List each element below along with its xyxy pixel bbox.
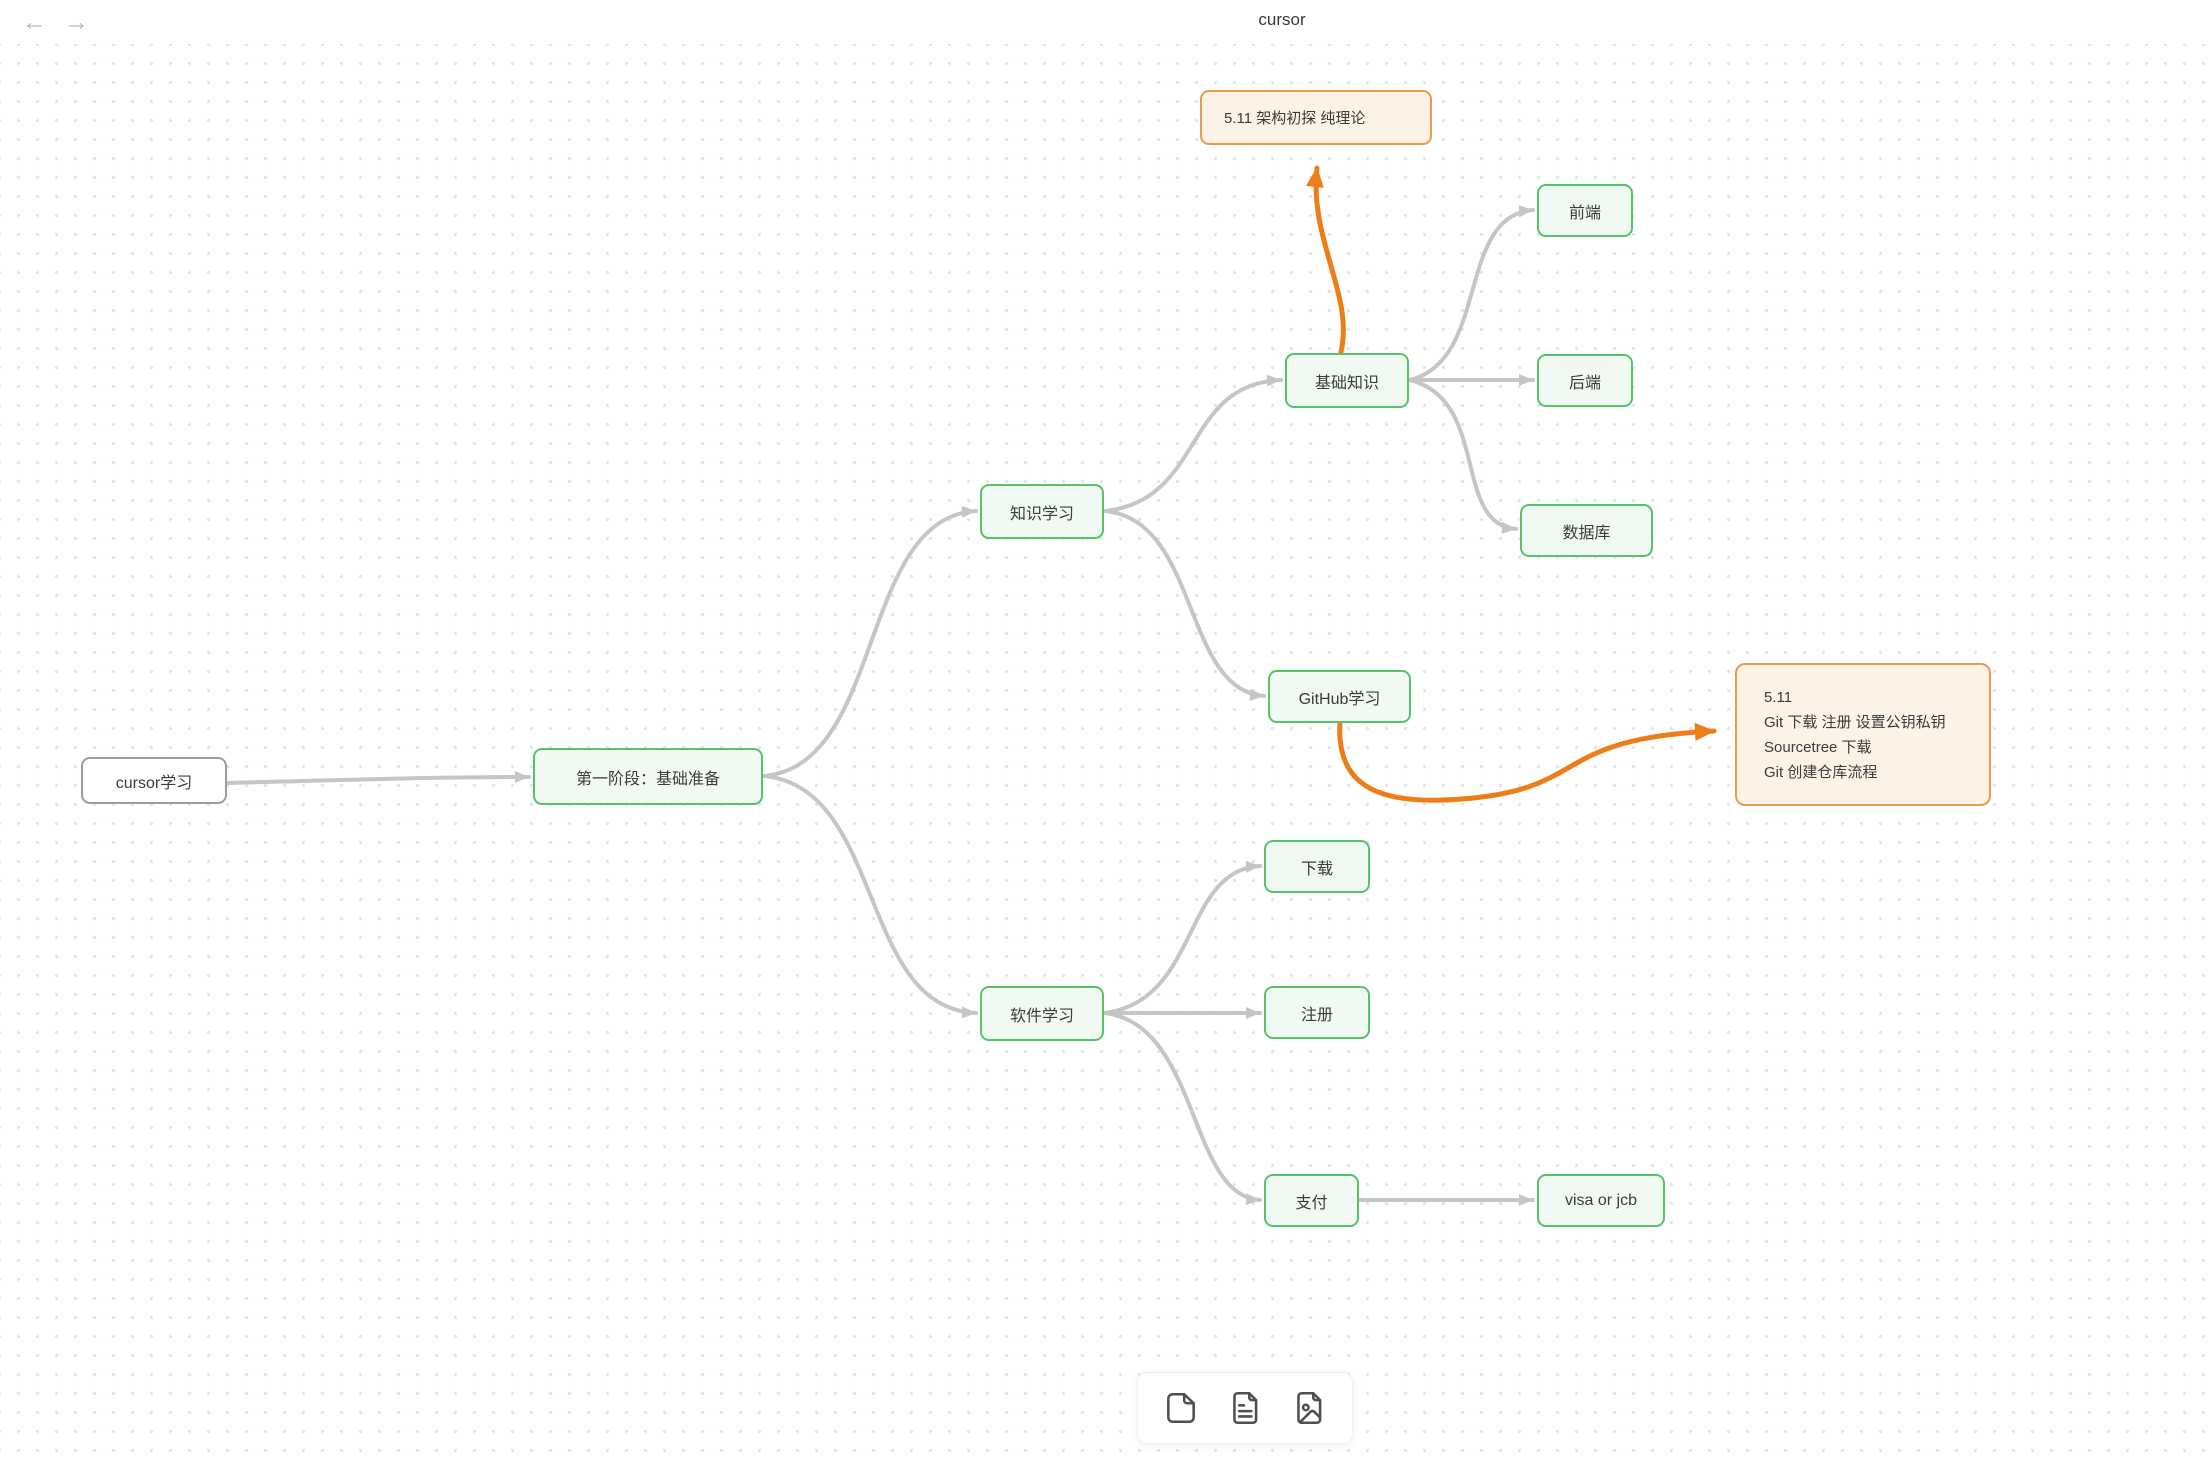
node-register[interactable]: 注册 (1264, 986, 1370, 1039)
forward-arrow-icon[interactable]: → (64, 8, 89, 36)
node-visa-or-jcb[interactable]: visa or jcb (1537, 1174, 1665, 1227)
text-file-icon[interactable] (1226, 1389, 1264, 1427)
node-basics[interactable]: 基础知识 (1285, 353, 1409, 408)
node-knowledge[interactable]: 知识学习 (980, 484, 1104, 539)
node-software[interactable]: 软件学习 (980, 986, 1104, 1041)
git-note-line: Git 创建仓库流程 (1764, 764, 1878, 781)
blank-file-icon[interactable] (1162, 1389, 1200, 1427)
note-architecture-theory[interactable]: 5.11 架构初探 纯理论 (1200, 90, 1432, 145)
edge-software-payment (1103, 1011, 1262, 1206)
note-git-tasks[interactable]: 5.11 Git 下载 注册 设置公钥私钥 Sourcetree 下载 Git … (1735, 663, 1991, 806)
git-note-line: Sourcetree 下载 (1764, 739, 1872, 756)
edge-software-download (1103, 860, 1262, 1015)
edge-basics-database (1408, 378, 1518, 534)
git-note-line: 5.11 (1764, 689, 1793, 706)
edge-knowledge-github (1103, 509, 1266, 701)
git-note-line: Git 下载 注册 设置公钥私钥 (1764, 714, 1946, 731)
edge-basics-theory-note (1305, 165, 1346, 355)
node-payment[interactable]: 支付 (1264, 1174, 1359, 1227)
edge-github-git-note (1337, 719, 1717, 803)
node-github[interactable]: GitHub学习 (1268, 670, 1411, 723)
node-stage1[interactable]: 第一阶段：基础准备 (533, 748, 763, 805)
node-database[interactable]: 数据库 (1520, 504, 1653, 557)
node-download[interactable]: 下载 (1264, 840, 1370, 893)
back-arrow-icon[interactable]: ← (22, 8, 47, 36)
bottom-toolbar (1137, 1372, 1353, 1444)
image-file-icon[interactable] (1290, 1389, 1328, 1427)
node-backend[interactable]: 后端 (1537, 354, 1633, 407)
edge-root-stage1 (226, 771, 531, 785)
node-cursor-study[interactable]: cursor学习 (81, 757, 227, 804)
edge-stage1-software (762, 774, 978, 1019)
edge-stage1-knowledge (762, 505, 978, 778)
edge-basics-frontend (1408, 205, 1535, 382)
document-title: cursor (1258, 10, 1306, 29)
node-frontend[interactable]: 前端 (1537, 184, 1633, 237)
top-bar: ← → cursor (0, 0, 2211, 44)
edge-knowledge-basics (1103, 374, 1283, 513)
